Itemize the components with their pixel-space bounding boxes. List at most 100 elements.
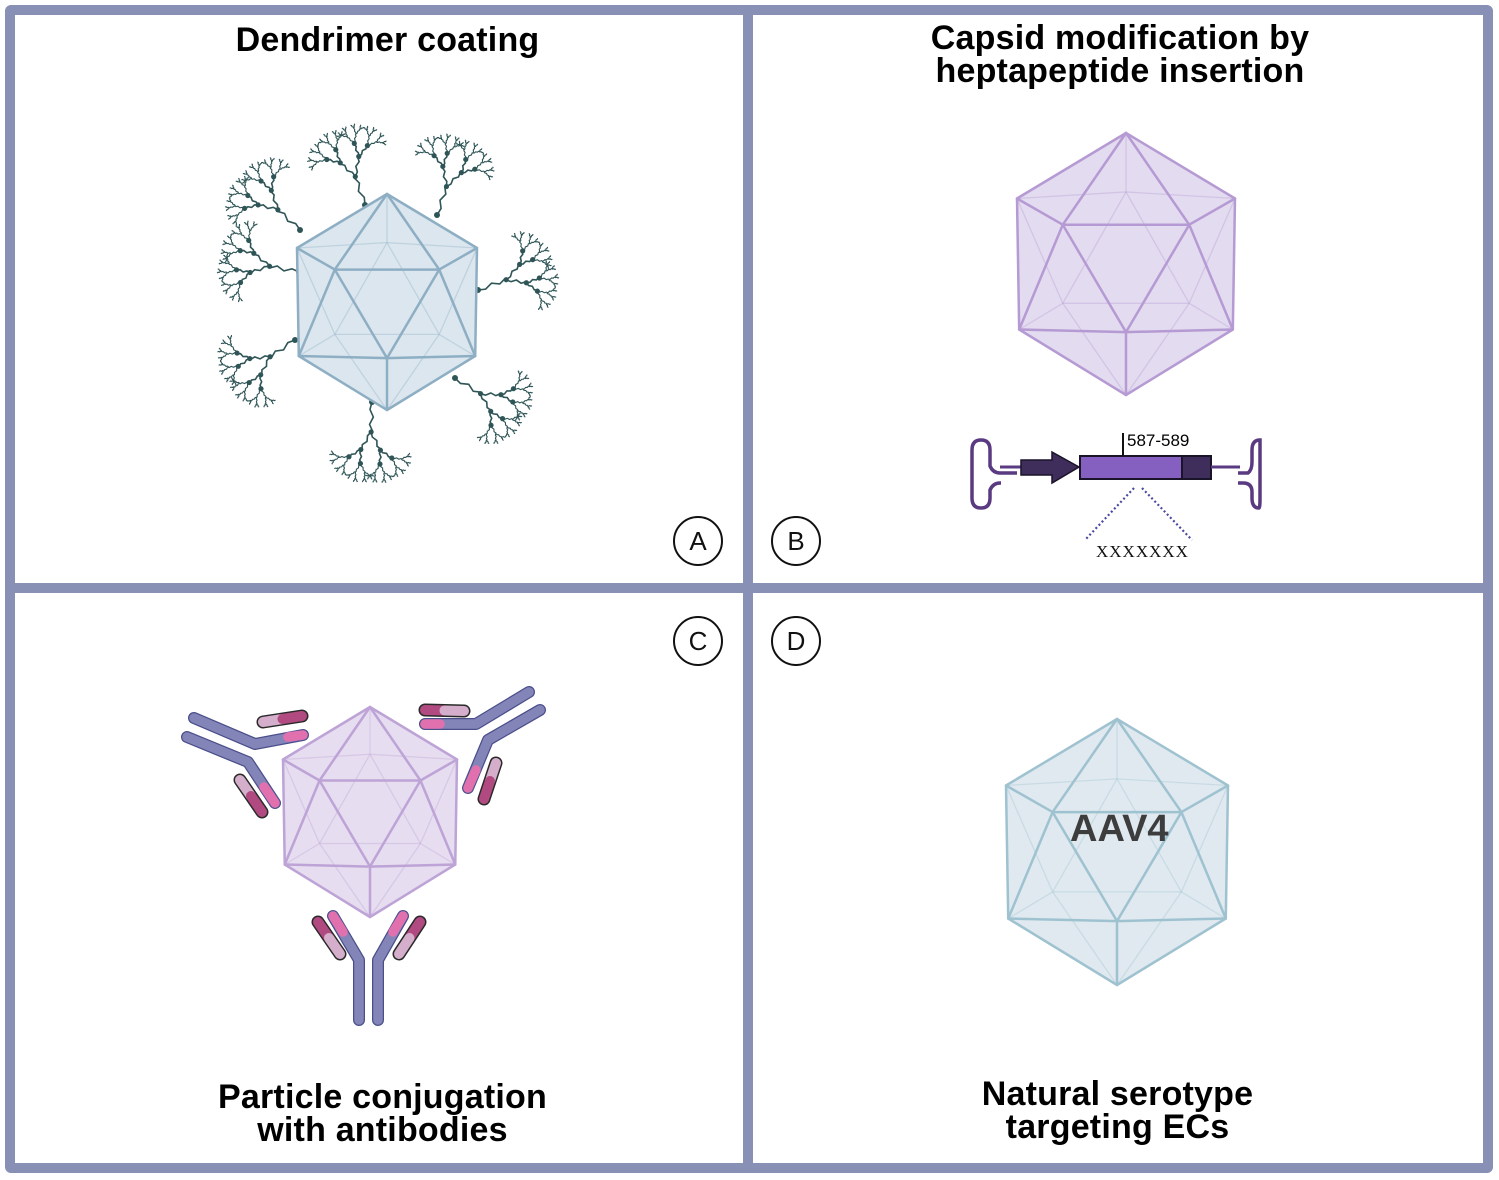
- dendrimer-branch: [511, 235, 516, 238]
- dendrimer-branch: [455, 137, 460, 142]
- dendrimer-branch: [221, 370, 224, 375]
- dendrimer-branch: [337, 135, 342, 141]
- capsid-front-edge: [1015, 197, 1065, 226]
- dendrimer-branch: [539, 277, 549, 281]
- dendrimer-branch: [372, 126, 375, 132]
- dendrimer-branch: [233, 380, 241, 384]
- dendrimer-branch: [238, 177, 241, 183]
- dendrimer-branch: [383, 478, 387, 484]
- dendrimer-branch: [431, 146, 435, 156]
- dendrimer-branch: [406, 461, 412, 464]
- left-itr-hairpin: [970, 438, 1017, 510]
- dendrimer-branch: [486, 439, 490, 445]
- dendrimer-branch: [228, 194, 233, 199]
- dendrimer-branch: [368, 401, 375, 433]
- dendrimer-branch: [366, 130, 370, 137]
- dendrimer-branch: [512, 401, 523, 404]
- dendrimer-branch: [349, 471, 356, 476]
- insertion-dotted-left: [1084, 487, 1135, 541]
- dendrimer-branch: [389, 475, 393, 481]
- dendrimer-branch: [427, 141, 433, 147]
- dendrimer-branch: [369, 474, 375, 477]
- dendrimer-branch: [256, 403, 260, 408]
- capsid-front-edge: [1187, 223, 1235, 331]
- capsid-front-edge: [419, 779, 457, 866]
- dendrimer: [306, 123, 387, 208]
- antibody-bottom: [311, 910, 427, 1026]
- dendrimer-branch: [474, 168, 485, 173]
- dendrimer-branch: [495, 433, 502, 437]
- dendrimer-branch: [337, 132, 342, 136]
- dendrimer-branch: [393, 472, 397, 477]
- dendrimer-branch: [231, 214, 238, 218]
- dendrimer-branch: [245, 170, 248, 175]
- dendrimer-branch: [436, 185, 447, 216]
- dendrimer-branch: [359, 124, 362, 130]
- heavy-chain-tip: [283, 730, 308, 742]
- capsid-a-icosahedron: [295, 192, 479, 412]
- capsid-front-edge: [1187, 197, 1237, 226]
- dendrimer-branch: [446, 146, 455, 154]
- dendrimer-branch: [505, 263, 520, 281]
- dendrimer-branch: [246, 399, 252, 402]
- dendrimer-branch: [395, 472, 399, 478]
- dendrimer-branch: [522, 398, 529, 403]
- dendrimer-branch: [506, 426, 509, 434]
- dendrimer-branch: [219, 360, 224, 365]
- dendrimer-branch: [226, 200, 232, 203]
- dendrimer-branch: [472, 146, 476, 154]
- dendrimer-branch: [454, 377, 482, 393]
- capsid-front-edge: [437, 246, 479, 271]
- dendrimer-branch: [329, 453, 334, 456]
- dendrimer-branch: [446, 171, 462, 188]
- capsid-back-edge: [282, 759, 321, 844]
- capsid-back-edge: [1181, 891, 1227, 920]
- dendrimer-branch: [249, 265, 270, 275]
- dendrimer-branch: [519, 235, 523, 243]
- dendrimer-branch: [265, 163, 272, 169]
- dendrimer-branch: [278, 158, 282, 164]
- capsid-back-edge: [1016, 198, 1064, 304]
- dendrimer-branch: [257, 161, 260, 166]
- dendrimer-branch: [253, 223, 258, 227]
- dendrimer: [329, 399, 412, 484]
- dendrimer-branch: [545, 267, 552, 272]
- dendrimer-branch: [479, 393, 493, 412]
- horizontal-divider: [5, 583, 1493, 593]
- dendrimer-branch: [226, 377, 230, 383]
- dendrimer-branch: [522, 388, 529, 393]
- dendrimer-branch: [229, 238, 234, 245]
- capsid-back-edge: [1052, 778, 1118, 893]
- capsid-front-edge: [1180, 784, 1230, 814]
- dendrimer-branch: [538, 305, 542, 311]
- dendrimer-branch: [553, 282, 559, 285]
- capsid-back-edge: [319, 843, 371, 918]
- dendrimer-branch: [319, 138, 324, 143]
- dendrimer-branch: [225, 257, 228, 263]
- capsid-back-edge: [1005, 778, 1118, 787]
- dendrimer-branch: [237, 207, 245, 216]
- dendrimer-branch: [517, 415, 523, 418]
- capsid-front-edge: [1017, 223, 1065, 331]
- dendrimer-branch: [261, 161, 267, 164]
- capsid-front-edge: [437, 268, 477, 358]
- dendrimer: [475, 231, 560, 311]
- dendrimer-branch: [251, 163, 254, 168]
- dendrimer-branch: [344, 126, 347, 132]
- dendrimer-branch: [538, 241, 541, 247]
- capsid-back-edge: [369, 753, 422, 844]
- dendrimer-branch: [454, 136, 457, 141]
- dendrimer-branch: [310, 148, 315, 152]
- dendrimer-branch: [444, 143, 448, 154]
- dendrimer-branch: [237, 291, 241, 299]
- dendrimer-branch: [231, 184, 235, 189]
- dendrimer-branch: [235, 180, 241, 183]
- dendrimer-branch: [474, 143, 479, 148]
- dendrimer-branch: [231, 250, 241, 255]
- dendrimer-branch: [249, 355, 271, 361]
- light-chain-segment: [479, 776, 495, 804]
- dendrimer-branch: [546, 289, 554, 294]
- dendrimer-branch: [334, 134, 338, 141]
- dendrimer-branch: [219, 259, 224, 263]
